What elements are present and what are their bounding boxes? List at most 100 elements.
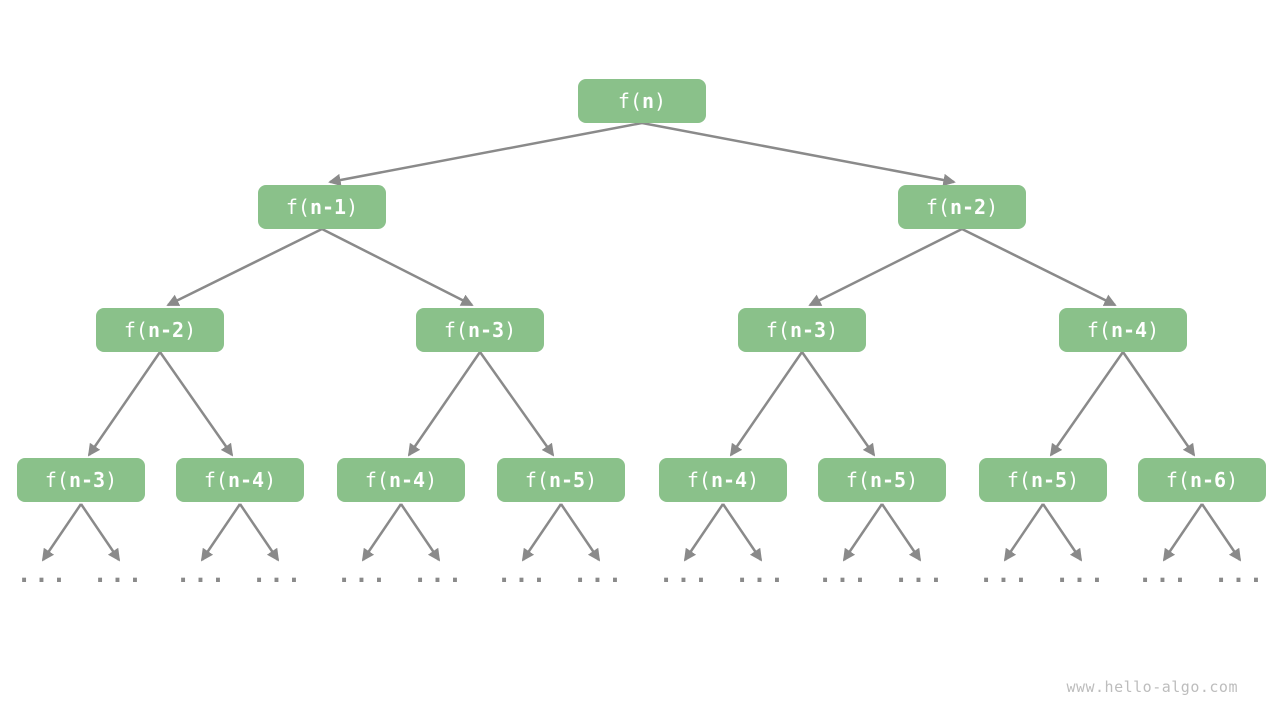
node-label-pre: f( bbox=[1165, 468, 1190, 492]
node-label-post: ) bbox=[747, 468, 760, 492]
node-label-post: ) bbox=[105, 468, 118, 492]
ellipsis-label: ... bbox=[496, 560, 550, 588]
edge-arrow bbox=[1162, 503, 1204, 562]
edge-arrow bbox=[238, 503, 280, 562]
node-label-var: n-2 bbox=[147, 318, 185, 342]
edge-arrow bbox=[478, 351, 555, 457]
ellipsis-label: ... bbox=[175, 560, 229, 588]
ellipsis-label: ... bbox=[412, 560, 466, 588]
node-label-post: ) bbox=[906, 468, 919, 492]
node-label-pre: f( bbox=[364, 468, 389, 492]
tree-node-a1: f(n-1) bbox=[258, 185, 386, 229]
tree-node-c1: f(n-3) bbox=[17, 458, 145, 502]
node-label-pre: f( bbox=[617, 89, 642, 113]
ellipsis-label: ... bbox=[572, 560, 626, 588]
tree-node-c5: f(n-4) bbox=[659, 458, 787, 502]
ellipsis-label: ... bbox=[1054, 560, 1108, 588]
edge-arrow bbox=[41, 503, 83, 562]
watermark-text: www.hello-algo.com bbox=[1066, 678, 1238, 696]
node-label-post: ) bbox=[1067, 468, 1080, 492]
node-label-post: ) bbox=[1226, 468, 1239, 492]
edge-arrow bbox=[1041, 503, 1083, 562]
node-label-pre: f( bbox=[44, 468, 69, 492]
node-label-pre: f( bbox=[285, 195, 310, 219]
edge-arrow bbox=[361, 503, 403, 562]
tree-node-root: f(n) bbox=[578, 79, 706, 123]
edge-arrow bbox=[683, 503, 725, 562]
node-label-var: n-2 bbox=[949, 195, 987, 219]
node-label-post: ) bbox=[986, 195, 999, 219]
edge-arrow bbox=[641, 121, 956, 187]
node-label-var: n-1 bbox=[309, 195, 347, 219]
edge-arrow bbox=[842, 503, 884, 562]
edge-arrow bbox=[79, 503, 121, 562]
node-label-var: n-3 bbox=[467, 318, 505, 342]
tree-node-c6: f(n-5) bbox=[818, 458, 946, 502]
edge-arrow bbox=[1121, 351, 1196, 457]
tree-node-c2: f(n-4) bbox=[176, 458, 304, 502]
node-label-pre: f( bbox=[203, 468, 228, 492]
ellipsis-label: ... bbox=[92, 560, 146, 588]
node-label-pre: f( bbox=[765, 318, 790, 342]
edge-arrow bbox=[729, 351, 804, 457]
ellipsis-label: ... bbox=[658, 560, 712, 588]
node-label-post: ) bbox=[1147, 318, 1160, 342]
tree-node-c8: f(n-6) bbox=[1138, 458, 1266, 502]
edge-arrow bbox=[961, 227, 1117, 307]
edge-arrow bbox=[407, 351, 482, 457]
edge-arrow bbox=[521, 503, 563, 562]
node-label-var: n-5 bbox=[1030, 468, 1068, 492]
edge-arrow bbox=[200, 503, 242, 562]
node-label-pre: f( bbox=[925, 195, 950, 219]
node-label-post: ) bbox=[264, 468, 277, 492]
tree-node-c7: f(n-5) bbox=[979, 458, 1107, 502]
edge-arrow bbox=[1003, 503, 1045, 562]
tree-node-c3: f(n-4) bbox=[337, 458, 465, 502]
node-label-var: n bbox=[642, 89, 655, 113]
edge-arrow bbox=[166, 227, 323, 307]
tree-node-b2: f(n-3) bbox=[416, 308, 544, 352]
edge-arrow bbox=[808, 227, 963, 307]
tree-node-a2: f(n-2) bbox=[898, 185, 1026, 229]
edge-arrow bbox=[399, 503, 441, 562]
node-label-post: ) bbox=[184, 318, 197, 342]
ellipsis-label: ... bbox=[336, 560, 390, 588]
node-label-pre: f( bbox=[524, 468, 549, 492]
node-label-post: ) bbox=[826, 318, 839, 342]
node-label-pre: f( bbox=[123, 318, 148, 342]
tree-node-b3: f(n-3) bbox=[738, 308, 866, 352]
ellipsis-label: ... bbox=[734, 560, 788, 588]
edge-arrow bbox=[721, 503, 763, 562]
node-label-post: ) bbox=[585, 468, 598, 492]
tree-node-b1: f(n-2) bbox=[96, 308, 224, 352]
edge-arrow bbox=[321, 227, 474, 307]
node-label-post: ) bbox=[504, 318, 517, 342]
node-label-pre: f( bbox=[845, 468, 870, 492]
ellipsis-label: ... bbox=[978, 560, 1032, 588]
edge-arrow bbox=[328, 121, 643, 187]
ellipsis-label: ... bbox=[1213, 560, 1267, 588]
node-label-var: n-5 bbox=[548, 468, 586, 492]
ellipsis-label: ... bbox=[1137, 560, 1191, 588]
node-label-var: n-3 bbox=[68, 468, 106, 492]
ellipsis-label: ... bbox=[817, 560, 871, 588]
tree-node-b4: f(n-4) bbox=[1059, 308, 1187, 352]
edge-arrow bbox=[800, 351, 876, 457]
edge-arrow bbox=[1049, 351, 1125, 457]
node-label-pre: f( bbox=[1006, 468, 1031, 492]
ellipsis-label: ... bbox=[16, 560, 70, 588]
node-label-post: ) bbox=[654, 89, 667, 113]
ellipsis-label: ... bbox=[251, 560, 305, 588]
node-label-pre: f( bbox=[443, 318, 468, 342]
node-label-post: ) bbox=[425, 468, 438, 492]
node-label-var: n-5 bbox=[869, 468, 907, 492]
node-label-var: n-6 bbox=[1189, 468, 1227, 492]
node-label-post: ) bbox=[346, 195, 359, 219]
node-label-pre: f( bbox=[686, 468, 711, 492]
edge-arrow bbox=[559, 503, 601, 562]
edge-arrow bbox=[87, 351, 162, 457]
node-label-var: n-3 bbox=[789, 318, 827, 342]
edge-arrow bbox=[880, 503, 922, 562]
